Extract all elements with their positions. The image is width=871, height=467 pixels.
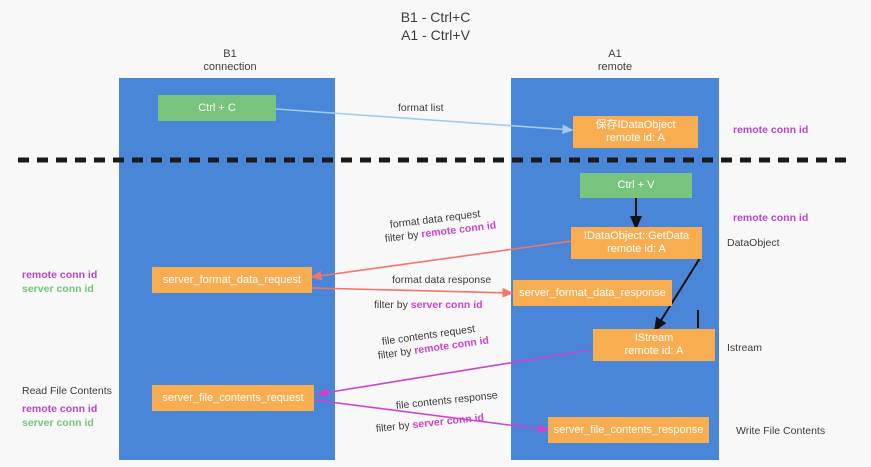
node-server-format-data-response[interactable]: server_format_data_response [513, 280, 672, 306]
node-server-file-contents-request[interactable]: server_file_contents_request [152, 385, 314, 411]
note-right-remote-conn-top: remote conn id [733, 124, 809, 136]
note-left-remote-conn-bottom: remote conn id [22, 403, 98, 415]
node-server-format-data-request[interactable]: server_format_data_request [152, 267, 312, 293]
note-left-remote-conn-mid: remote conn id [22, 269, 98, 281]
note-left-server-conn-mid: server conn id [22, 283, 94, 295]
label-filter-server-conn-id: server conn id [411, 411, 485, 432]
label-filter-prefix: filter by [374, 299, 411, 311]
label-file-contents-response: file contents response [395, 389, 499, 412]
node-ctrl-c[interactable]: Ctrl + C [158, 95, 276, 121]
node-istream[interactable]: IStream remote id: A [593, 329, 715, 361]
arrow-format-data-response [311, 287, 514, 298]
note-right-remote-conn-mid: remote conn id [733, 212, 809, 224]
lane-title-b1: B1 connection [203, 48, 257, 73]
node-server-file-contents-response[interactable]: server_file_contents_response [548, 417, 709, 443]
label-format-data-response-filter: filter by server conn id [374, 299, 483, 312]
node-ctrl-v[interactable]: Ctrl + V [580, 173, 692, 198]
label-format-data-response: format data response [392, 274, 492, 286]
node-save-idataobject[interactable]: 保存IDataObject remote id: A [573, 116, 698, 148]
label-filter-server-conn-id: server conn id [410, 299, 483, 311]
diagram-title: B1 - Ctrl+C A1 - Ctrl+V [400, 9, 471, 43]
note-left-server-conn-bottom: server conn id [22, 417, 94, 429]
note-left-read-file-contents: Read File Contents [22, 385, 112, 397]
node-idataobject-getdata[interactable]: IDataObject::GetData remote id: A [571, 227, 702, 259]
note-right-istream: Istream [727, 342, 763, 354]
note-right-write-file-contents: Write File Contents [736, 425, 826, 437]
note-right-dataobject: DataObject [727, 237, 780, 249]
lane-title-a1: A1 remote [597, 48, 633, 73]
label-file-contents-response-filter: filter by server conn id [375, 412, 484, 436]
label-format-list: format list [398, 102, 444, 114]
label-filter-prefix: filter by [375, 419, 414, 435]
